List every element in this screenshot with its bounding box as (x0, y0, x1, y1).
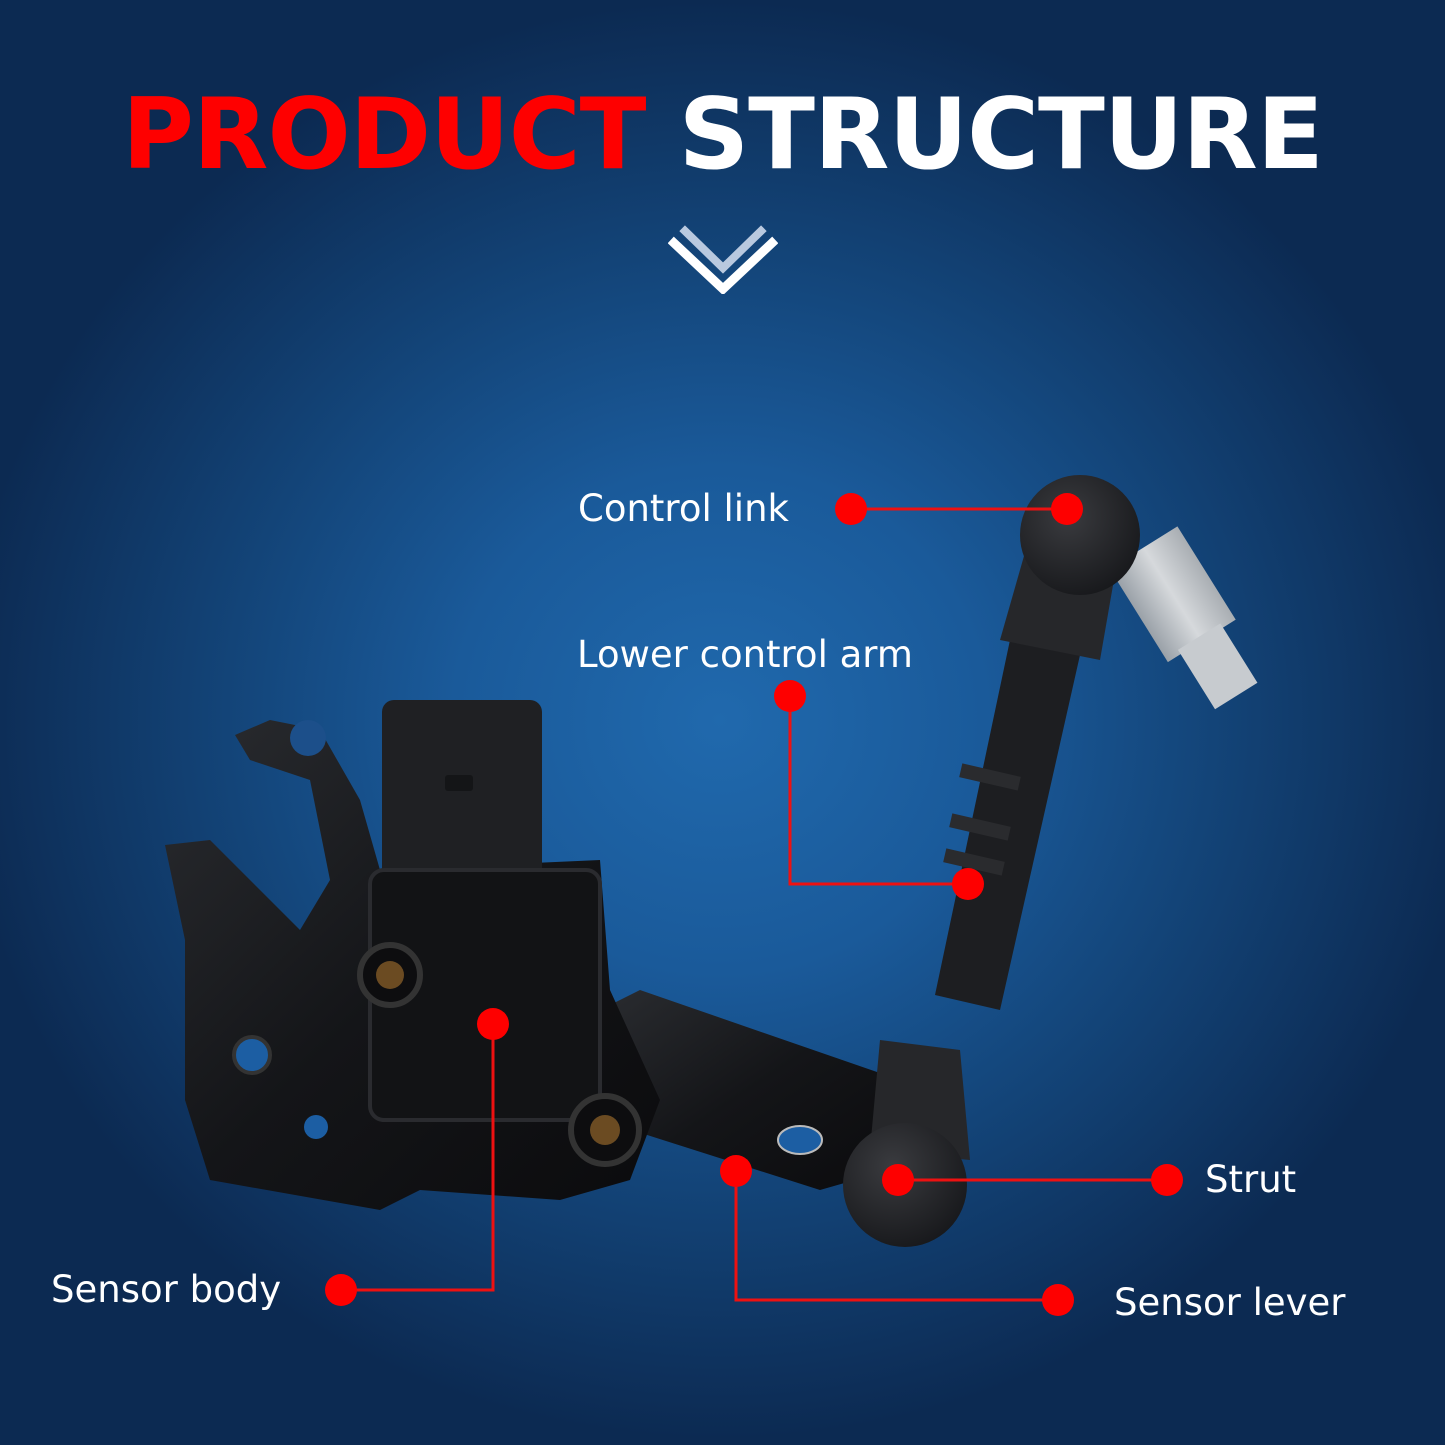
sensor-lever-shape (600, 990, 900, 1190)
label-control-link: Control link (578, 487, 789, 530)
strut-target-dot (882, 1164, 914, 1196)
sensor-body-target-dot (477, 1008, 509, 1040)
label-sensor-body: Sensor body (51, 1268, 282, 1311)
sensor-lever-dot (1042, 1284, 1074, 1316)
title-structure: STRUCTURE (678, 78, 1324, 192)
lower-control-arm-target-dot (952, 868, 984, 900)
label-lower-control-arm: Lower control arm (577, 633, 913, 676)
sensor-lever-target-dot (720, 1155, 752, 1187)
page-title: PRODUCT STRUCTURE (0, 86, 1445, 184)
control-link-target-dot (1051, 493, 1083, 525)
connector-shape (382, 700, 542, 890)
mounting-stud (1109, 526, 1258, 710)
lower-control-arm-dot (774, 680, 806, 712)
label-strut: Strut (1205, 1158, 1297, 1201)
control-link-dot (835, 493, 867, 525)
title-product: PRODUCT (122, 78, 646, 192)
control-link-rod (843, 475, 1140, 1247)
double-chevron-down-icon (668, 225, 778, 294)
strut-dot (1151, 1164, 1183, 1196)
label-sensor-lever: Sensor lever (1114, 1281, 1346, 1324)
sensor-body-dot (325, 1274, 357, 1306)
